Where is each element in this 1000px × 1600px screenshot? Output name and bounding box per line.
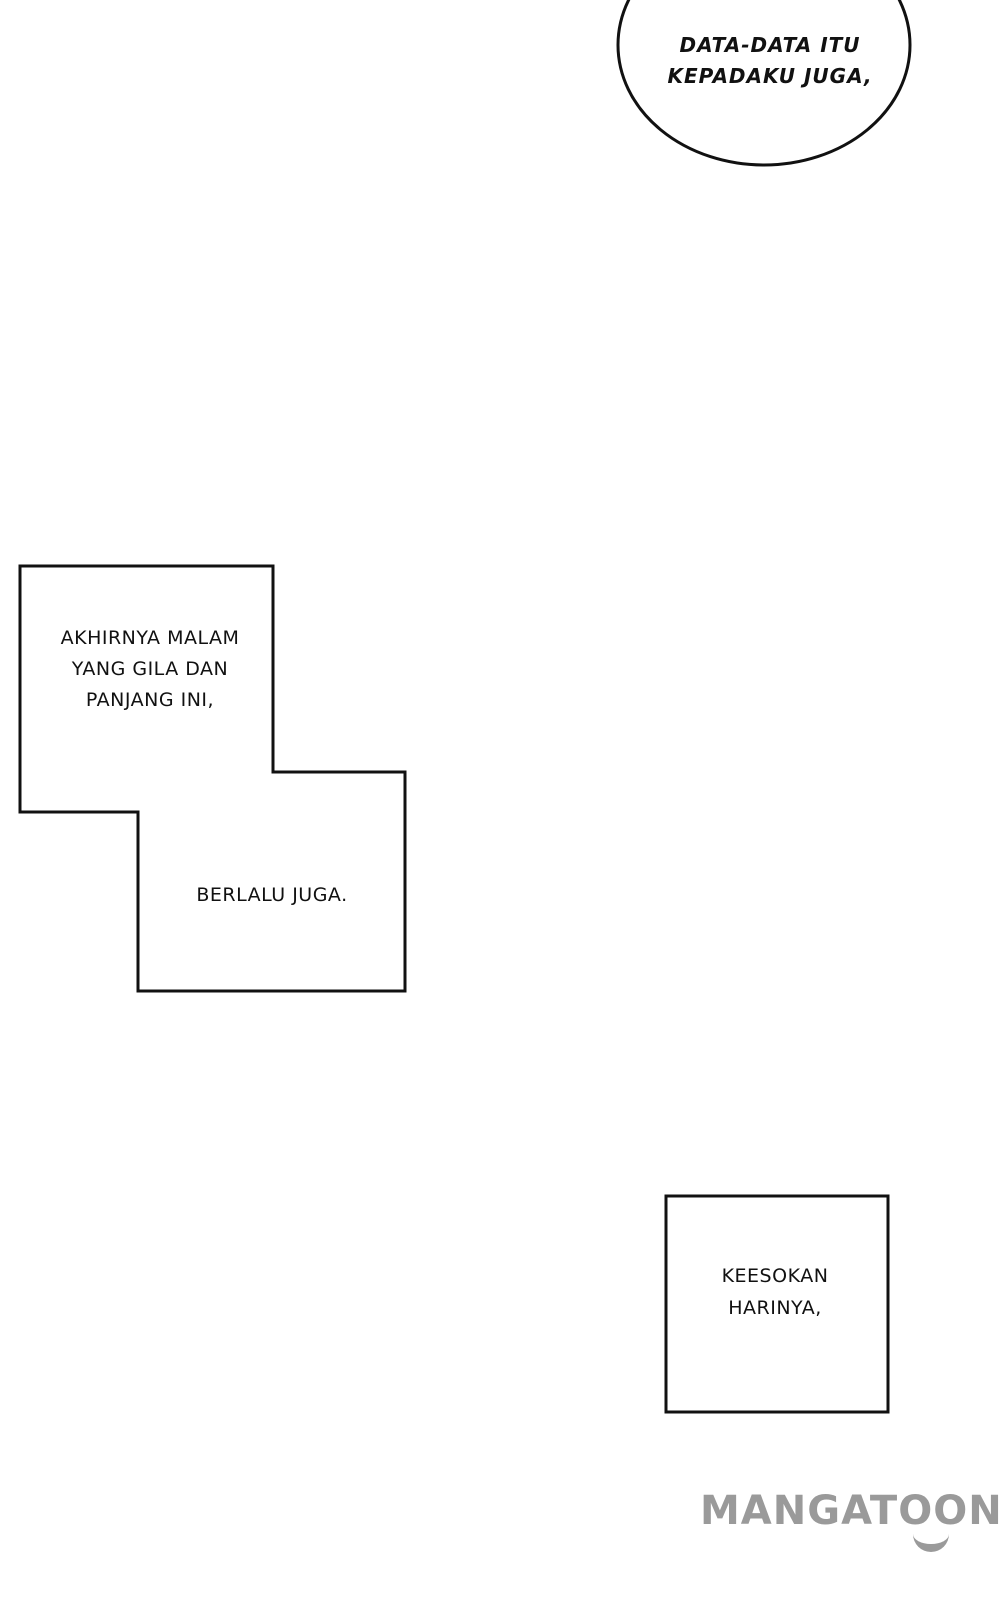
watermark-smile-icon (913, 1530, 949, 1552)
caption-2-line-1: KEESOKAN (721, 1265, 829, 1287)
speech-bubble-line-2: KEPADAKU JUGA, (667, 64, 873, 88)
mangatoon-watermark: MANGATOON (700, 1488, 1000, 1534)
caption-box-1-outline (18, 564, 407, 993)
speech-bubble-line-1: DATA-DATA ITU (679, 33, 861, 57)
caption-1-line-2: YANG GILA DAN (71, 658, 229, 680)
speech-bubble-outline (616, 0, 912, 167)
caption-1-continuation: BERLALU JUGA. (196, 884, 348, 906)
caption-2-line-2: HARINYA, (728, 1297, 822, 1319)
caption-1-line-3: PANJANG INI, (85, 689, 215, 711)
caption-box-2-outline (664, 1194, 890, 1414)
caption-1-line-1: AKHIRNYA MALAM (60, 627, 240, 649)
